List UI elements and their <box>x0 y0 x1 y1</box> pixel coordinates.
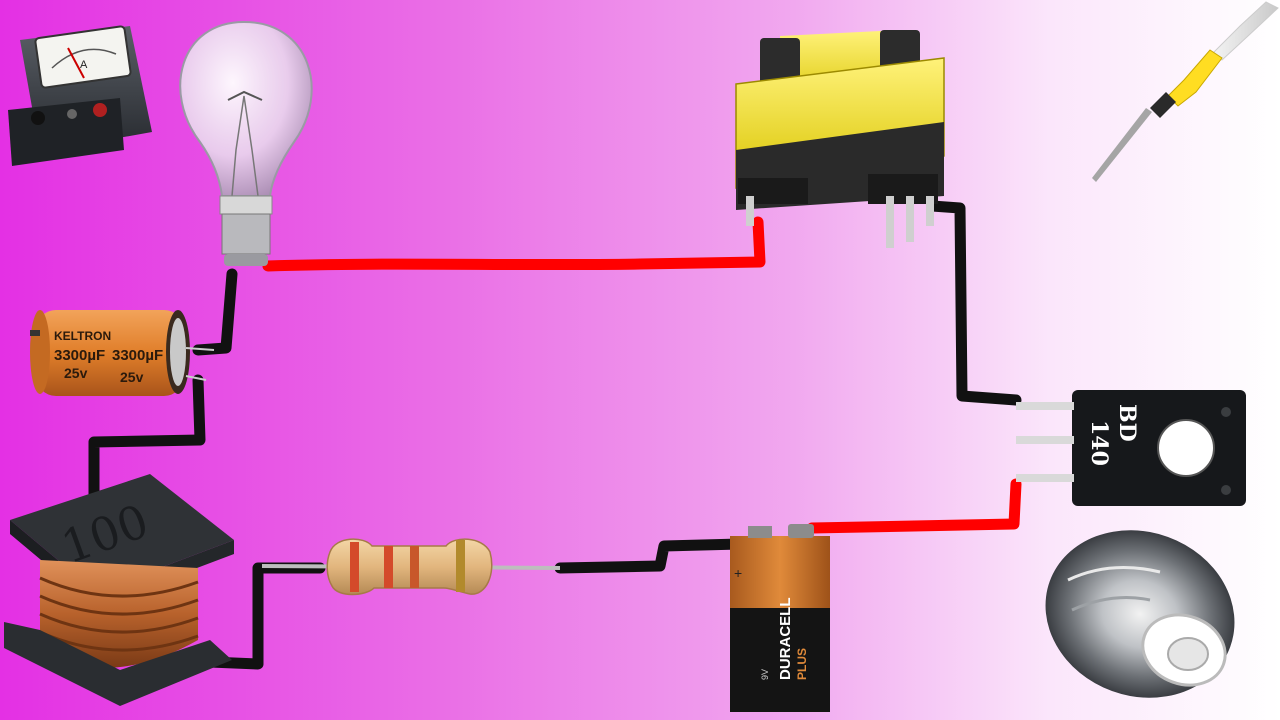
capacitor-voltage-2: 25v <box>120 369 144 385</box>
light-bulb <box>179 20 313 266</box>
battery: + DURACELL PLUS 9V <box>730 524 830 712</box>
battery-plus-terminal: + <box>734 565 742 581</box>
transformer <box>735 30 945 248</box>
battery-voltage: 9V <box>760 669 770 680</box>
black-wire-resistor-battery <box>554 538 746 574</box>
solder-wire-spool <box>1045 530 1235 698</box>
inductor: 100 <box>4 474 234 706</box>
soldering-iron <box>1092 1 1279 182</box>
capacitor-capacitance-2: 3300µF <box>112 347 163 364</box>
red-wire-bulb-transformer <box>262 216 766 272</box>
capacitor-capacitance: 3300µF <box>54 347 105 364</box>
wires <box>88 200 1022 670</box>
battery-variant: PLUS <box>795 648 809 680</box>
red-wire-battery-transistor <box>806 478 1022 534</box>
black-wire-bulb-capacitor <box>192 268 238 356</box>
capacitor: KELTRON 3300µF 25v 3300µF 25v <box>30 310 215 396</box>
black-wire-transformer-transistor <box>926 200 1022 406</box>
transistor-marking-line2: 140 <box>1086 420 1112 466</box>
transistor-marking-line1: BD <box>1114 404 1140 442</box>
capacitor-brand: KELTRON <box>54 329 111 343</box>
ammeter-scale-label: A <box>80 59 88 71</box>
transistor: BD 140 <box>1016 390 1246 506</box>
black-wire-capacitor-inductor <box>88 374 206 500</box>
battery-brand: DURACELL <box>777 598 794 681</box>
capacitor-voltage: 25v <box>64 365 88 381</box>
resistor <box>261 538 561 596</box>
ammeter: A <box>8 25 152 166</box>
black-wire-inductor-resistor <box>204 562 326 670</box>
